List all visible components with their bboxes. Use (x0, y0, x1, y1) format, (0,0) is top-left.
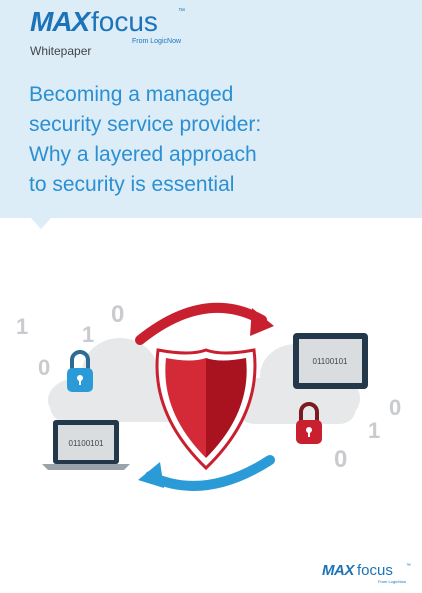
tablet-binary-code: 01100101 (313, 357, 349, 366)
title-line-1: Becoming a managed (29, 83, 234, 106)
title-line-3: Why a layered approach (29, 143, 257, 166)
maxfocus-logo: MAX focus ™ From LogicNow (30, 6, 200, 46)
digit-2: 1 (82, 322, 94, 347)
tablet-device: 01100101 (293, 333, 368, 389)
lock-icon-blue (67, 350, 93, 392)
footer-logo-focus-text: focus (357, 562, 393, 579)
title-line-4: to security is essential (29, 173, 235, 196)
logo-max-text: MAX (30, 6, 90, 37)
red-arrow (135, 302, 267, 345)
security-illustration: 1 1 0 0 0 1 0 0 (16, 301, 401, 491)
laptop-binary-code: 01100101 (69, 439, 105, 448)
digit-4: 0 (38, 355, 50, 380)
red-arrow-head (250, 308, 274, 336)
shield-icon (155, 348, 257, 471)
logo-subtitle: From LogicNow (132, 38, 182, 45)
blue-arrow-head (138, 462, 164, 488)
footer-logo-trademark: ™ (406, 563, 411, 569)
footer-maxfocus-logo: MAX focus ™ From LogicNow (322, 562, 417, 584)
logo-trademark: ™ (178, 8, 185, 15)
lock-icon-red (296, 402, 322, 444)
page-title: Becoming a managed security service prov… (29, 80, 389, 200)
digit-1: 1 (16, 314, 28, 339)
laptop-device: 01100101 (42, 420, 130, 470)
document-type: Whitepaper (30, 44, 92, 58)
header-notch (31, 218, 51, 229)
footer-logo-subtitle: From LogicNow (378, 579, 407, 584)
footer-logo-max-text: MAX (322, 562, 354, 579)
logo-focus-text: focus (91, 6, 158, 37)
title-line-2: security service provider: (29, 113, 262, 136)
digit-5: 0 (389, 395, 401, 420)
digit-3: 0 (111, 301, 124, 328)
digit-7: 0 (334, 446, 347, 473)
digit-6: 1 (368, 418, 380, 443)
header-banner: MAX focus ™ From LogicNow Whitepaper Bec… (0, 0, 422, 218)
